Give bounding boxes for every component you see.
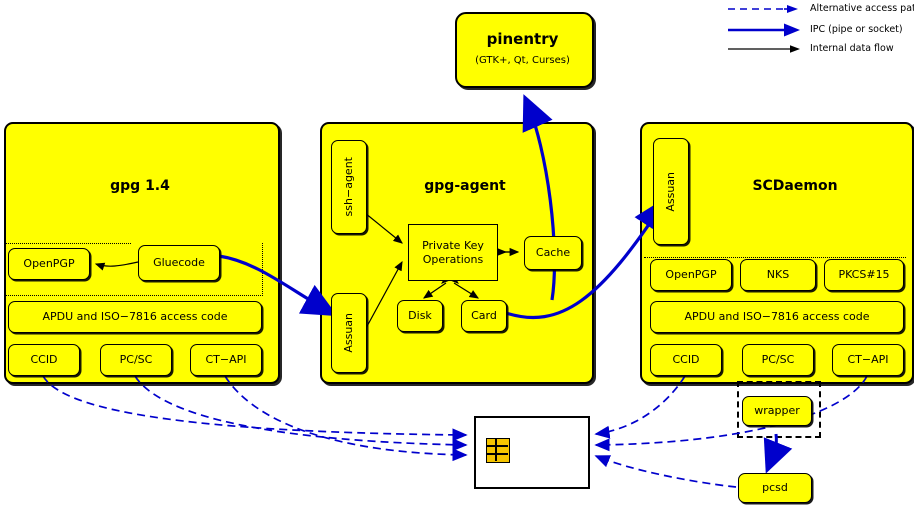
scdaemon-driver-pcsc[interactable]: PC/SC (742, 344, 814, 376)
gpg-driver-ct-api[interactable]: CT−API (190, 344, 262, 376)
gpg-agent-ssh-agent-box[interactable]: ssh−agent (331, 140, 367, 234)
scdaemon-app-nks[interactable]: NKS (740, 259, 816, 291)
pcsd-box[interactable]: pcsd (738, 473, 812, 503)
gpg-dotted-region-upper (4, 243, 131, 286)
legend-item-internal-data-flow: Internal data flow (810, 43, 894, 54)
gpg-gluecode-box[interactable]: Gluecode (138, 245, 220, 281)
gpg-openpgp-box[interactable]: OpenPGP (8, 248, 90, 280)
scdaemon-app-pkcs15[interactable]: PKCS#15 (824, 259, 904, 291)
pinentry-subtitle: (GTK+, Qt, Curses) (475, 55, 570, 66)
chip-line-3 (495, 438, 497, 461)
scdaemon-driver-ct-api[interactable]: CT−API (832, 344, 904, 376)
gpg-agent-title: gpg-agent (424, 178, 506, 194)
scdaemon-apdu-box[interactable]: APDU and ISO−7816 access code (650, 301, 904, 333)
legend-item-ipc: IPC (pipe or socket) (810, 24, 903, 35)
gpg-driver-ccid[interactable]: CCID (8, 344, 80, 376)
smartcard-chip-icon (486, 438, 510, 463)
chip-line-1 (486, 445, 508, 447)
gpg-driver-pcsc[interactable]: PC/SC (100, 344, 172, 376)
gpg-agent-card-box[interactable]: Card (461, 300, 507, 332)
scdaemon-title: SCDaemon (752, 178, 838, 194)
pinentry-title: pinentry (486, 30, 559, 48)
private-key-ops-line2: Operations (422, 252, 484, 266)
scdaemon-dotted-divider (644, 200, 906, 258)
private-key-ops-line1: Private Key (422, 238, 484, 252)
panel-pinentry[interactable] (455, 12, 594, 88)
chip-line-2 (486, 453, 508, 455)
scdaemon-driver-ccid[interactable]: CCID (650, 344, 722, 376)
legend-item-alternative-access: Alternative access paths (810, 3, 914, 14)
gpg-title: gpg 1.4 (110, 178, 170, 194)
